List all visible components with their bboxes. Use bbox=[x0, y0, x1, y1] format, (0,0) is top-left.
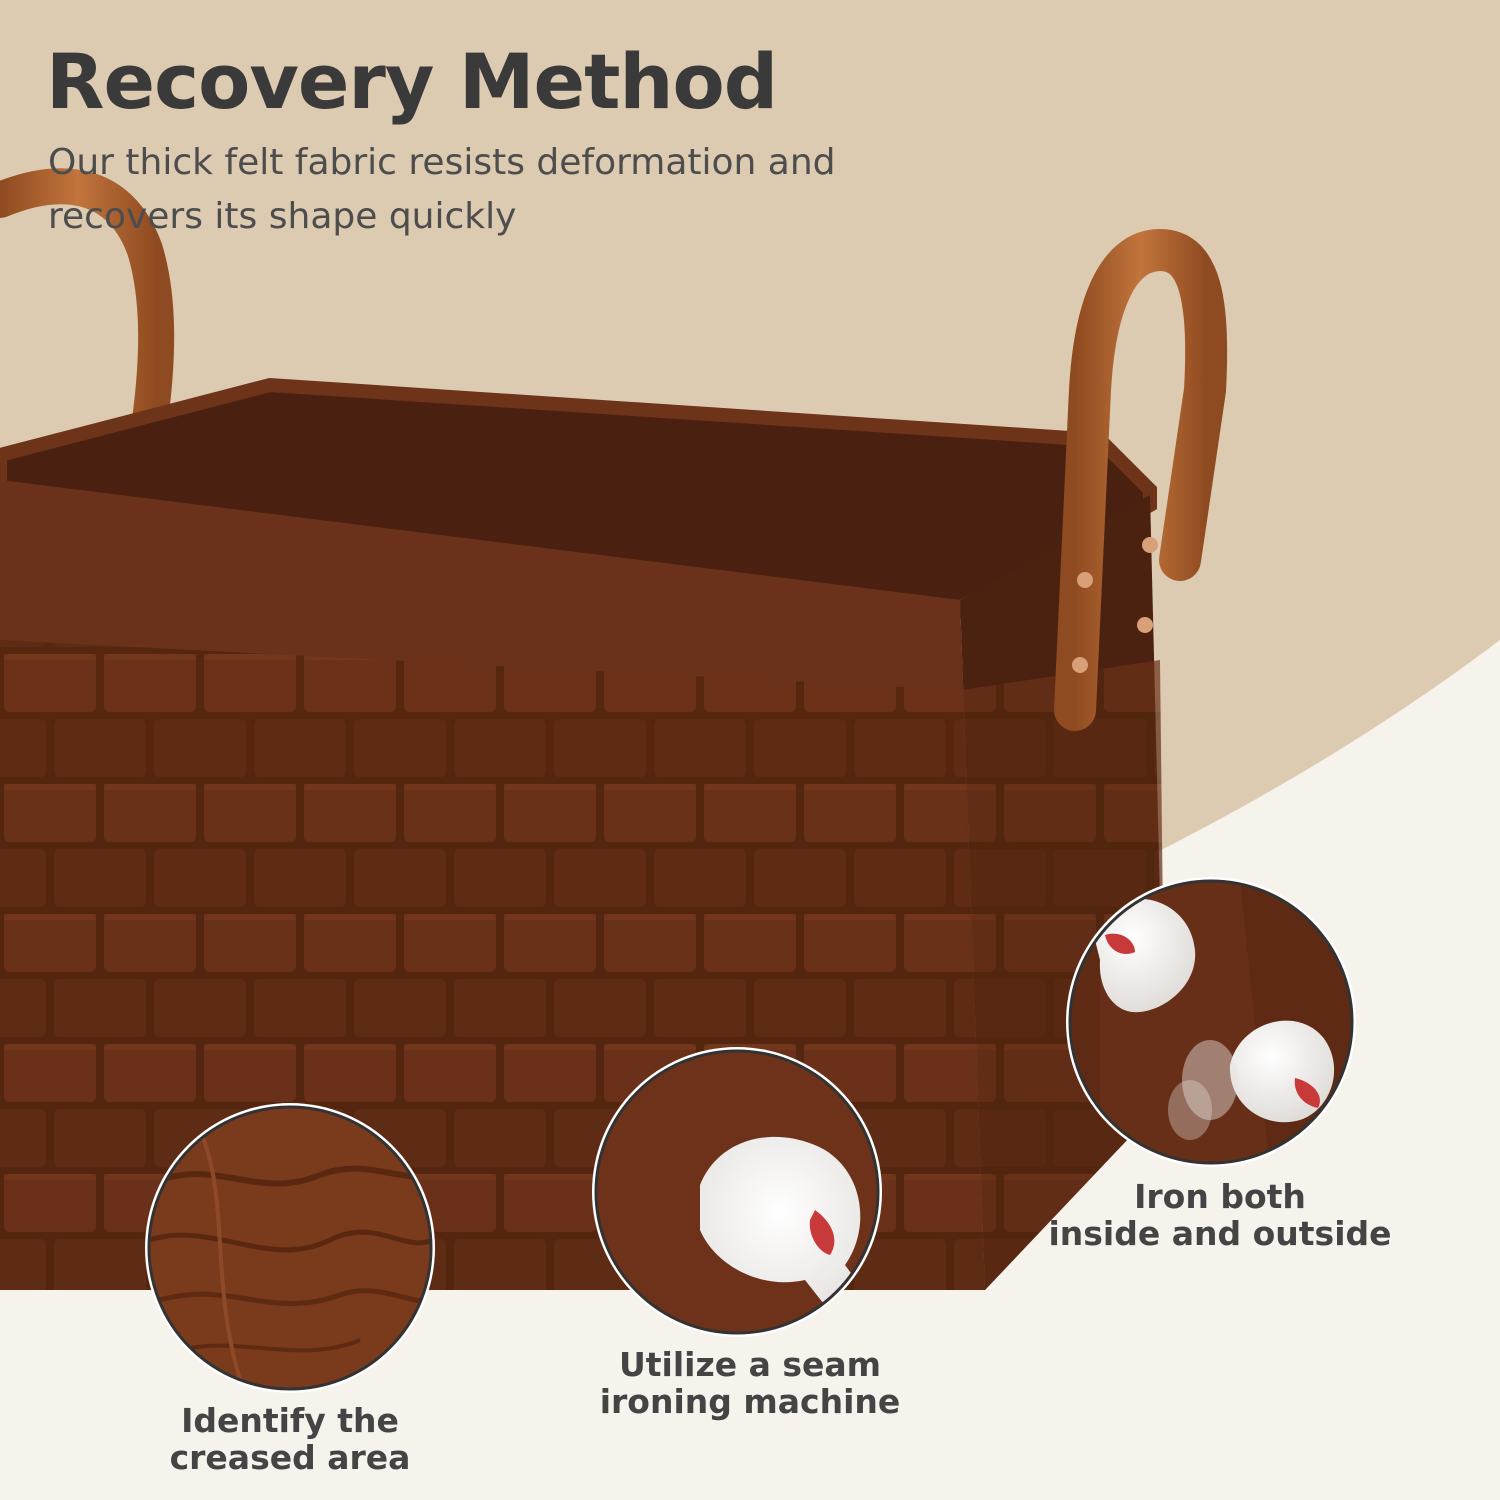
step-1-caption-line1: Identify the bbox=[181, 1401, 399, 1440]
basket-top-band bbox=[0, 480, 962, 690]
step-1-image bbox=[145, 1103, 435, 1393]
step-3-caption-line1: Iron both bbox=[1134, 1177, 1306, 1216]
step-2-caption: Utilize a seam ironing machine bbox=[560, 1346, 940, 1420]
step-2-caption-line1: Utilize a seam bbox=[618, 1345, 882, 1384]
page-title: Recovery Method bbox=[46, 37, 778, 126]
rivet-icon bbox=[1077, 572, 1093, 588]
rivet-icon bbox=[1072, 657, 1088, 673]
rivet-icon bbox=[1142, 537, 1158, 553]
basket-weave-side bbox=[962, 660, 1165, 1290]
page-subtitle: Our thick felt fabric resists deformatio… bbox=[48, 142, 836, 237]
step-1-caption: Identify the creased area bbox=[140, 1402, 440, 1476]
right-handle bbox=[1054, 228, 1228, 731]
step-1-caption-line2: creased area bbox=[169, 1438, 411, 1477]
step-3-image bbox=[1066, 877, 1356, 1167]
step-3-caption-line2: inside and outside bbox=[1048, 1214, 1392, 1253]
rivet-icon bbox=[1137, 617, 1153, 633]
step-3-caption: Iron both inside and outside bbox=[1020, 1178, 1420, 1252]
step-2-caption-line2: ironing machine bbox=[599, 1382, 901, 1421]
left-handle bbox=[0, 168, 175, 438]
